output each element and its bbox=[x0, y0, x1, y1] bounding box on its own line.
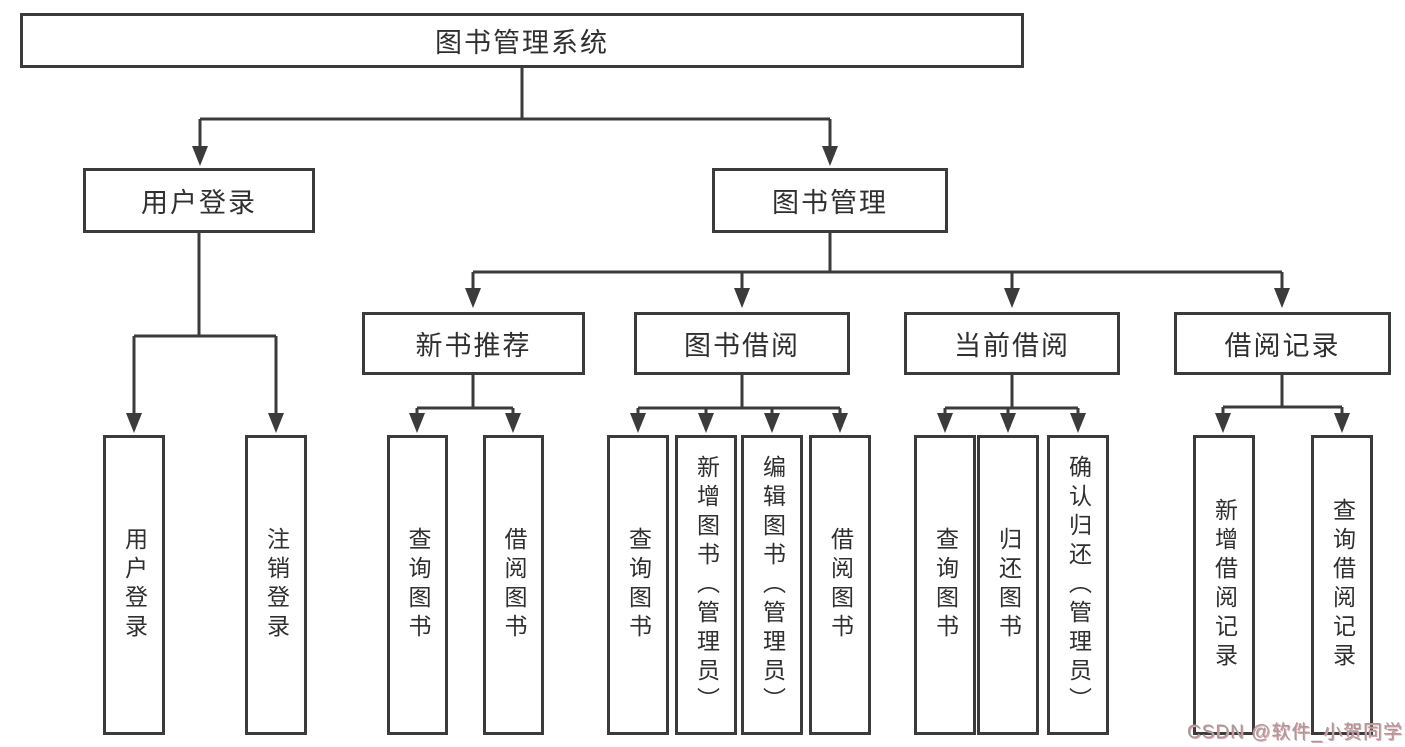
leaf-add-books-admin: 新增图书（管理员） bbox=[675, 435, 737, 735]
node-book-management: 图书管理 bbox=[712, 168, 948, 233]
node-borrow-records: 借阅记录 bbox=[1174, 312, 1391, 375]
node-new-book-recommend: 新书推荐 bbox=[362, 312, 585, 375]
node-user-login: 用户登录 bbox=[83, 168, 315, 233]
leaf-logout: 注销登录 bbox=[245, 435, 307, 735]
leaf-borrow-books: 借阅图书 bbox=[809, 435, 871, 735]
leaf-confirm-return-admin: 确认归还（管理员） bbox=[1047, 435, 1109, 735]
leaf-query-books-current: 查询图书 bbox=[914, 435, 976, 735]
node-library-system: 图书管理系统 bbox=[20, 13, 1024, 68]
leaf-query-books-borrow: 查询图书 bbox=[607, 435, 669, 735]
leaf-borrow-books-recommend: 借阅图书 bbox=[483, 435, 544, 735]
leaf-query-books-recommend: 查询图书 bbox=[387, 435, 448, 735]
node-current-borrow: 当前借阅 bbox=[904, 312, 1120, 375]
leaf-user-login: 用户登录 bbox=[103, 435, 165, 735]
leaf-query-borrow-record: 查询借阅记录 bbox=[1311, 435, 1373, 735]
csdn-watermark: CSDN @软件_小贺同学 bbox=[1187, 722, 1403, 743]
leaf-return-books: 归还图书 bbox=[977, 435, 1039, 735]
leaf-add-borrow-record: 新增借阅记录 bbox=[1193, 435, 1255, 735]
leaf-edit-books-admin: 编辑图书（管理员） bbox=[741, 435, 803, 735]
node-book-borrow: 图书借阅 bbox=[634, 312, 850, 375]
